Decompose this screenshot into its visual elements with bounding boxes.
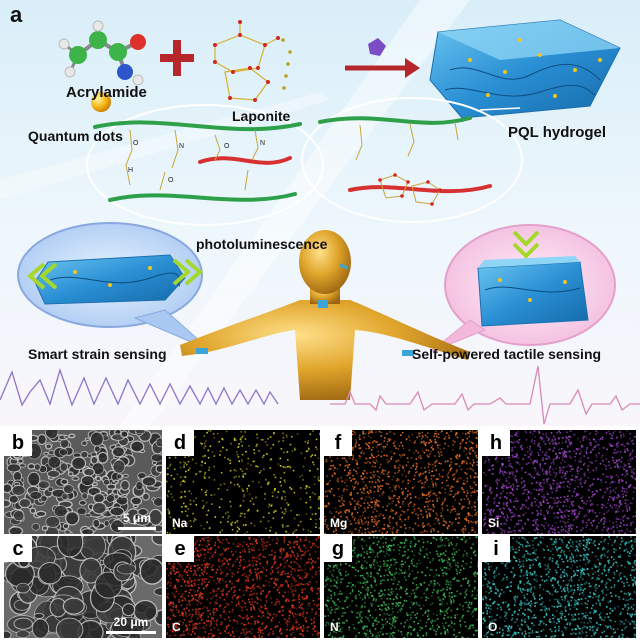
acrylamide-molecule-icon [58,20,146,86]
reaction-arrow-icon [345,38,420,78]
element-label-c: C [172,620,181,634]
scale-text-c: 20 μm [113,615,149,629]
sem-panel-c: c 20 μm [4,536,162,638]
panel-label-e: e [166,536,194,562]
label-laponite: Laponite [232,108,291,124]
svg-text:H: H [128,167,133,174]
pql-hydrogel-block-icon [429,19,621,119]
panel-label-i: i [482,536,510,562]
panel-label-f: f [324,430,352,456]
label-pql-hydrogel: PQL hydrogel [508,124,607,141]
eds-texture-e [166,536,320,638]
polymer-network-right [318,116,492,194]
element-label-n: N [330,620,339,634]
svg-text:O: O [168,177,174,184]
element-label-si: Si [488,516,500,530]
strain-sensing-bubble [17,222,211,351]
scale-bar-b: 5 μm [118,511,156,530]
scale-line-c [106,631,156,634]
scale-text-b: 5 μm [122,511,152,525]
eds-texture-f [324,430,478,534]
label-acrylamide: Acrylamide [66,84,147,101]
panel-label-d: d [166,430,194,456]
eds-map-d: d Na [166,430,320,534]
eds-texture-d [166,430,320,534]
polymer-network-left [93,120,302,202]
eds-map-h: h Si [482,430,636,534]
schematic-panel: O H N O N O [0,0,640,426]
schematic-graphic: O H N O N O [0,0,640,426]
eds-map-i: i O [482,536,636,638]
eds-map-e: e C [166,536,320,638]
human-figure-icon [180,230,470,400]
tactile-signal-trace [330,365,640,425]
element-label-na: Na [172,516,188,530]
tactile-sensing-bubble [429,224,616,353]
label-photoluminescence: photoluminescence [196,236,328,252]
svg-text:N: N [179,143,184,150]
svg-text:O: O [133,140,139,147]
element-label-mg: Mg [330,516,348,530]
svg-text:N: N [260,140,265,147]
scale-bar-c: 20 μm [106,615,156,634]
panel-label-c: c [4,536,32,562]
element-label-o: O [488,620,498,634]
svg-text:O: O [224,143,230,150]
label-smart-strain-sensing: Smart strain sensing [28,346,167,362]
panel-label-b: b [4,430,32,456]
quantum-dot-icon [91,92,111,112]
label-self-powered-tactile-sensing: Self-powered tactile sensing [412,346,602,362]
label-quantum-dots: Quantum dots [28,128,123,144]
eds-map-g: g N [324,536,478,638]
eds-map-f: f Mg [324,430,478,534]
plus-icon [160,40,194,76]
panel-label-h: h [482,430,510,456]
strain-signal-trace [0,367,279,407]
panel-label-a: a [10,2,23,27]
sem-panel-b: b 5 μm [4,430,162,534]
eds-texture-h [482,430,636,534]
panel-label-g: g [324,536,352,562]
scale-line-b [118,527,156,530]
